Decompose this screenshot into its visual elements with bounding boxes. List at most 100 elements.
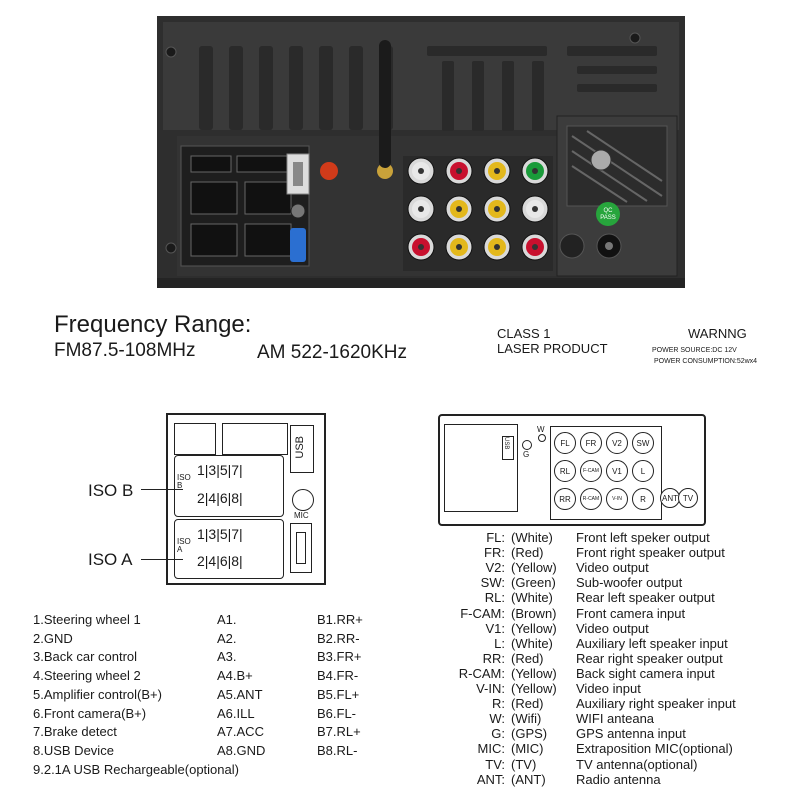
mini-jack-rl: RL bbox=[554, 460, 576, 482]
legend-description: Radio antenna bbox=[576, 771, 661, 787]
iso-a-pins-top: 1|3|5|7| bbox=[197, 526, 243, 542]
mini-jack-r-cam: R-CAM bbox=[580, 488, 602, 510]
b-pin-item: B2.RR- bbox=[317, 630, 360, 646]
pin-function-item: 6.Front camera(B+) bbox=[33, 705, 147, 721]
legend-row: R-CAM:(Yellow)Back sight camera input bbox=[0, 666, 800, 681]
fuse-icon bbox=[296, 532, 306, 564]
power-consumption: POWER CONSUMPTION:52wx4 bbox=[654, 358, 758, 365]
legend-color: (Yellow) bbox=[511, 681, 557, 696]
legend-code: TV: bbox=[485, 756, 505, 772]
usb-label: USB bbox=[294, 436, 306, 459]
legend-color: (Yellow) bbox=[511, 560, 557, 576]
legend-code: RR: bbox=[482, 650, 505, 666]
iso-b-pins-top: 1|3|5|7| bbox=[197, 462, 243, 478]
iso-a-tag: ISO A bbox=[177, 537, 191, 554]
iso-b-pins-bottom: 2|4|6|8| bbox=[197, 490, 243, 506]
legend-description: Sub-woofer output bbox=[576, 575, 683, 591]
legend-row: ANT: (ANT) Radio antenna bbox=[0, 772, 800, 787]
legend-code: R: bbox=[492, 696, 505, 712]
b-pin-item: B7.RL+ bbox=[317, 724, 361, 740]
iso-b-block: 1|3|5|7| 2|4|6|8| ISO B bbox=[174, 455, 284, 517]
legend-description: WIFI anteana bbox=[576, 711, 655, 727]
legend-color: (TV) bbox=[511, 756, 537, 772]
frequency-range-title: Frequency Range: bbox=[54, 311, 252, 338]
legend-color: (Yellow) bbox=[511, 665, 557, 681]
a-pin-item: A4.B+ bbox=[217, 668, 253, 684]
legend-code: W: bbox=[489, 711, 505, 727]
iso-a-pins-bottom: 2|4|6|8| bbox=[197, 553, 243, 569]
legend-description: GPS antenna input bbox=[576, 726, 686, 742]
mini-jack-v-in: V-IN bbox=[606, 488, 628, 510]
legend-color: (White) bbox=[511, 590, 553, 606]
legend-color: (Yellow) bbox=[511, 620, 557, 636]
rca-jack-pin bbox=[494, 206, 500, 212]
pin-function-item: 7.Brake detect bbox=[33, 724, 117, 740]
mic-jack bbox=[292, 489, 314, 511]
mini-jack-v2: V2 bbox=[606, 432, 628, 454]
legend-code: RL: bbox=[484, 590, 505, 606]
legend-row: FR:(Red)Front right speaker output bbox=[0, 545, 800, 560]
legend-code: F-CAM: bbox=[460, 605, 505, 621]
iso-b-pointer bbox=[141, 489, 183, 490]
legend-row: L:(White)Auxiliary left speaker input bbox=[0, 636, 800, 651]
mini-jack-tv: TV bbox=[678, 488, 698, 508]
legend-color: (MIC) bbox=[511, 741, 544, 757]
top-connector-left bbox=[174, 423, 216, 455]
a-pin-item: A2. bbox=[217, 630, 237, 646]
legend-description: Video input bbox=[576, 681, 641, 696]
a-pin-item: A8.GND bbox=[217, 742, 266, 758]
legend-color: (Green) bbox=[511, 575, 556, 591]
mini-jack-l: L bbox=[632, 460, 654, 482]
pass-label: PASS bbox=[600, 215, 616, 221]
top-connector-right bbox=[222, 423, 288, 455]
legend-color: (Red) bbox=[511, 696, 544, 712]
legend-color: (White) bbox=[511, 530, 553, 545]
legend-row: R:(Red)Auxiliary right speaker input bbox=[0, 696, 800, 711]
b-pin-item: B5.FL+ bbox=[317, 686, 360, 702]
pin-function-item: 3.Back car control bbox=[33, 649, 138, 665]
laser-class: CLASS 1 LASER PRODUCT bbox=[497, 326, 608, 356]
laser-line-2: LASER PRODUCT bbox=[497, 341, 608, 356]
mini-jack-fr: FR bbox=[580, 432, 602, 454]
legend-code: ANT: bbox=[476, 771, 505, 787]
legend-color: (Brown) bbox=[511, 605, 557, 621]
rca-jack-pin bbox=[532, 244, 538, 250]
legend-code: V-IN: bbox=[476, 681, 505, 696]
legend-color: (ANT) bbox=[511, 771, 546, 787]
rca-jack-pin bbox=[532, 206, 538, 212]
rca-jack-pin bbox=[418, 244, 424, 250]
mini-jack-sw: SW bbox=[632, 432, 654, 454]
legend-color: (Red) bbox=[511, 650, 544, 666]
mini-iso-block bbox=[444, 424, 518, 512]
mini-jack-ant: ANT bbox=[660, 488, 680, 508]
legend-code: G: bbox=[491, 726, 505, 742]
legend-description: Front left speker output bbox=[576, 530, 710, 545]
legend-row: RR:(Red)Rear right speaker output bbox=[0, 651, 800, 666]
rca-jack-pin bbox=[418, 168, 424, 174]
iso-connector-diagram: USB 1|3|5|7| 2|4|6|8| ISO B MIC 1|3|5|7|… bbox=[166, 413, 326, 585]
legend-code: V2: bbox=[485, 560, 505, 576]
legend-color: (Wifi) bbox=[511, 711, 542, 727]
legend-row: TV:(TV)TV antenna(optional) bbox=[0, 757, 800, 772]
rca-jack-pin bbox=[456, 206, 462, 212]
legend-description: Front right speaker output bbox=[576, 545, 725, 561]
wifi-label: W bbox=[537, 425, 545, 434]
fuse-slot bbox=[290, 523, 312, 573]
mini-jack-r: R bbox=[632, 488, 654, 510]
am-range: AM 522-1620KHz bbox=[257, 342, 407, 363]
a-pin-item: A7.ACC bbox=[217, 724, 264, 740]
legend-row: RL:(White)Rear left speaker output bbox=[0, 590, 800, 605]
rca-jack-pin bbox=[494, 168, 500, 174]
legend-code: FL: bbox=[486, 530, 505, 545]
mic-label: MIC bbox=[294, 511, 309, 520]
legend-description: Video output bbox=[576, 560, 649, 576]
legend-row: V-IN: (Yellow) Video input bbox=[0, 681, 800, 696]
legend-color: (White) bbox=[511, 635, 553, 651]
legend-description: Extraposition MIC(optional) bbox=[576, 741, 733, 757]
legend-description: Video output bbox=[576, 620, 649, 636]
mini-usb: USB bbox=[502, 436, 514, 460]
legend-row: W: (Wifi) WIFI anteana bbox=[0, 711, 800, 726]
legend-code: SW: bbox=[480, 575, 505, 591]
